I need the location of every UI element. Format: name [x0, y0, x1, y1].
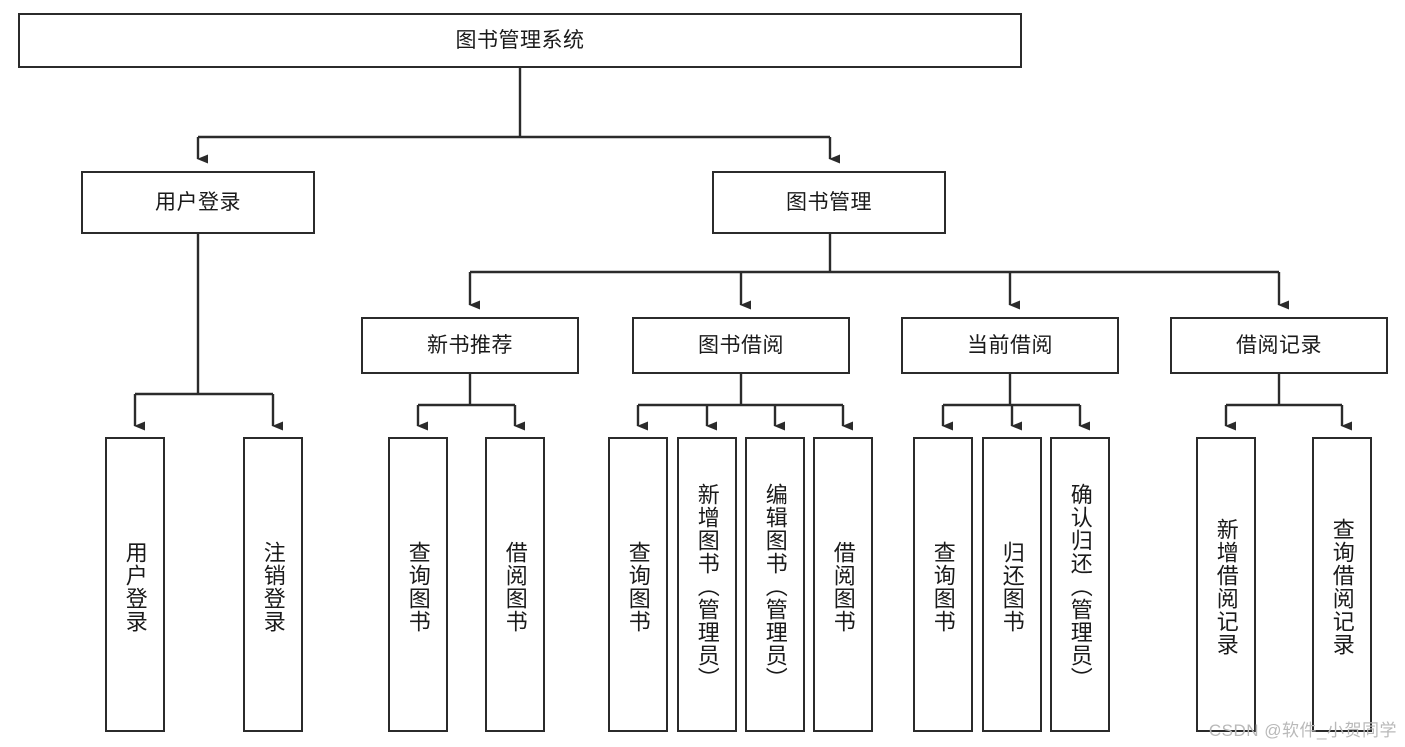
leaf-cb-query-book[interactable]: 查询图书	[913, 437, 973, 732]
leaf-br-query-record-label: 查询借阅记录	[1329, 517, 1355, 656]
node-book-borrow[interactable]: 图书借阅	[632, 317, 850, 374]
node-book-borrow-label: 图书借阅	[698, 333, 784, 357]
csdn-watermark: CSDN @软件_小贺同学	[1208, 721, 1397, 740]
node-root-label: 图书管理系统	[455, 28, 585, 52]
node-current-borrow[interactable]: 当前借阅	[901, 317, 1119, 374]
leaf-user-logout[interactable]: 注销登录	[243, 437, 303, 732]
leaf-bb-add-book-label: 新增图书（管理员）	[694, 483, 720, 690]
leaf-rec-query-book[interactable]: 查询图书	[388, 437, 448, 732]
leaf-user-login[interactable]: 用户登录	[105, 437, 165, 732]
leaf-cb-confirm-return[interactable]: 确认归还（管理员）	[1050, 437, 1110, 732]
node-new-book-rec[interactable]: 新书推荐	[361, 317, 579, 374]
leaf-br-add-record[interactable]: 新增借阅记录	[1196, 437, 1256, 732]
leaf-rec-borrow-book-label: 借阅图书	[502, 540, 528, 633]
leaf-bb-edit-book[interactable]: 编辑图书（管理员）	[745, 437, 805, 732]
leaf-bb-borrow-book-label: 借阅图书	[830, 540, 856, 633]
leaf-cb-return-book-label: 归还图书	[999, 540, 1025, 633]
leaf-br-query-record[interactable]: 查询借阅记录	[1312, 437, 1372, 732]
node-new-book-rec-label: 新书推荐	[427, 333, 513, 357]
leaf-rec-borrow-book[interactable]: 借阅图书	[485, 437, 545, 732]
leaf-cb-return-book[interactable]: 归还图书	[982, 437, 1042, 732]
leaf-bb-query-book-label: 查询图书	[625, 540, 651, 633]
leaf-user-logout-label: 注销登录	[260, 540, 286, 633]
leaf-bb-query-book[interactable]: 查询图书	[608, 437, 668, 732]
leaf-cb-confirm-return-label: 确认归还（管理员）	[1067, 483, 1093, 690]
leaf-rec-query-book-label: 查询图书	[405, 540, 431, 633]
node-book-mgmt-label: 图书管理	[786, 190, 872, 214]
leaf-bb-borrow-book[interactable]: 借阅图书	[813, 437, 873, 732]
node-user-login-label: 用户登录	[155, 190, 241, 214]
leaf-user-login-label: 用户登录	[122, 540, 148, 633]
node-borrow-record[interactable]: 借阅记录	[1170, 317, 1388, 374]
leaf-bb-edit-book-label: 编辑图书（管理员）	[762, 483, 788, 690]
node-current-borrow-label: 当前借阅	[967, 333, 1053, 357]
leaf-cb-query-book-label: 查询图书	[930, 540, 956, 633]
leaf-bb-add-book[interactable]: 新增图书（管理员）	[677, 437, 737, 732]
leaf-br-add-record-label: 新增借阅记录	[1213, 517, 1239, 656]
node-borrow-record-label: 借阅记录	[1236, 333, 1322, 357]
node-book-mgmt[interactable]: 图书管理	[712, 171, 946, 234]
node-user-login[interactable]: 用户登录	[81, 171, 315, 234]
node-root[interactable]: 图书管理系统	[18, 13, 1022, 68]
